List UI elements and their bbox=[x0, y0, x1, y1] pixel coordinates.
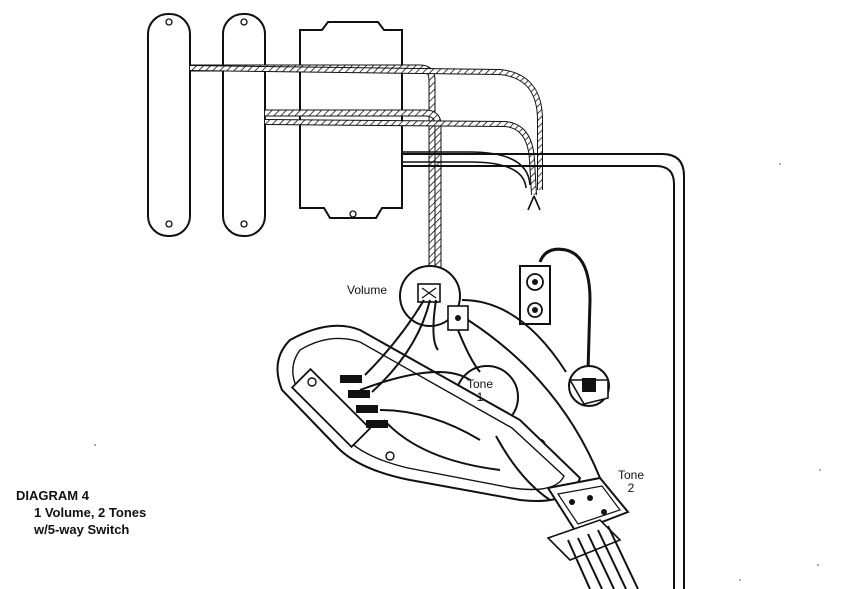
diagram-subtitle-1: 1 Volume, 2 Tones bbox=[34, 505, 147, 520]
diagram-heading: DIAGRAM 4 bbox=[16, 488, 89, 503]
tone1-label-line1: Tone bbox=[466, 377, 494, 391]
five-way-switch bbox=[276, 324, 582, 502]
tone1-label: Tone 1 bbox=[466, 378, 494, 404]
pickup-cables bbox=[189, 64, 543, 285]
diagram-subtitle-2: w/5-way Switch bbox=[34, 522, 130, 537]
tone2-switch bbox=[546, 476, 630, 561]
internal-wires bbox=[359, 299, 601, 501]
diagram-title-block: DIAGRAM 4 1 Volume, 2 Tones w/5-way Swit… bbox=[16, 487, 146, 538]
tone2-label-line1: Tone bbox=[617, 468, 645, 482]
neck-pickup bbox=[147, 13, 191, 237]
output-cable bbox=[402, 153, 685, 589]
tone2-label-line2: 2 bbox=[627, 481, 635, 495]
middle-pickup bbox=[222, 13, 266, 237]
output-jack bbox=[519, 265, 551, 325]
tone2-pot bbox=[568, 365, 610, 407]
volume-pot bbox=[399, 265, 469, 331]
tone2-label: Tone 2 bbox=[614, 469, 648, 495]
jack-wire bbox=[538, 247, 592, 373]
lead-wires bbox=[567, 525, 639, 589]
tone1-label-line2: 1 bbox=[476, 390, 484, 404]
volume-label: Volume bbox=[347, 283, 388, 297]
paper-speckles bbox=[94, 163, 821, 581]
